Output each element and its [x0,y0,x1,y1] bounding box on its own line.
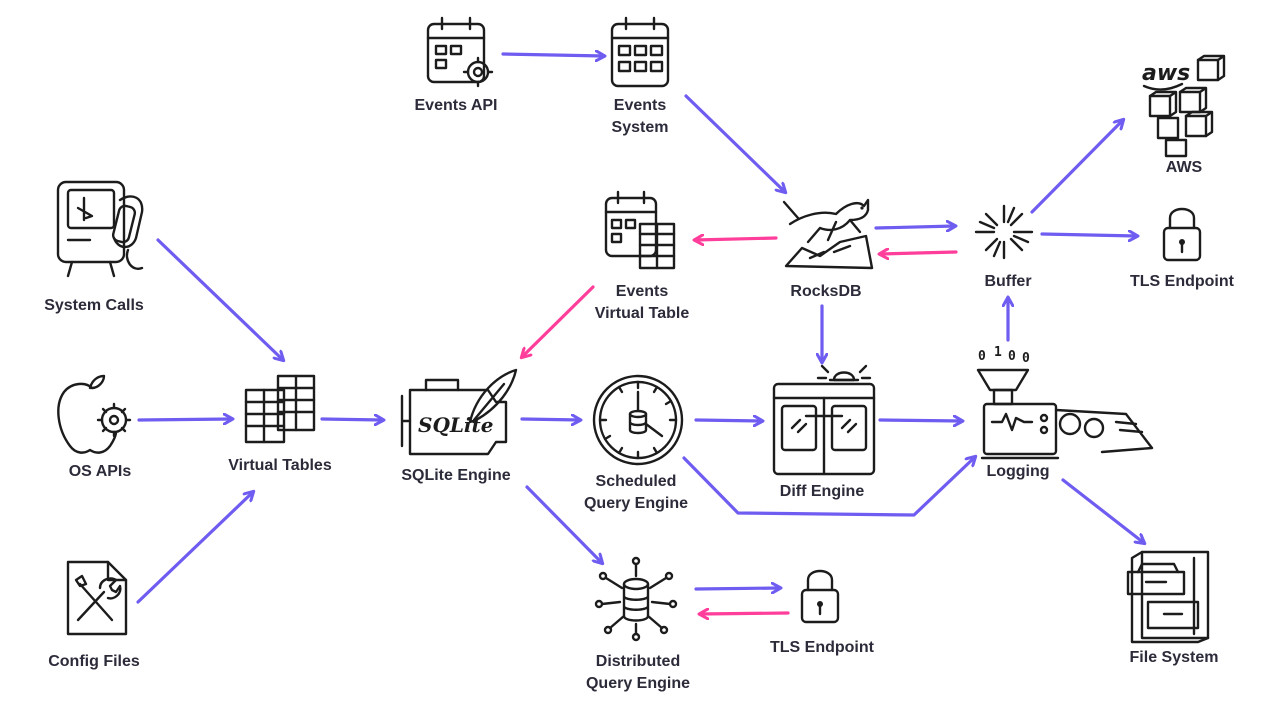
edge-rocksdb-to-events-vtable [695,238,778,240]
aws-cubes-icon: aws [1142,54,1226,158]
label-rocksdb: RocksDB [790,283,861,300]
apple-gear-icon [57,374,132,454]
calendar-icon [610,16,670,88]
label-aws: AWS [1166,159,1203,176]
edge-scheduled-to-diff [694,420,762,421]
aws-logo-text: aws [1142,61,1190,86]
labels: Events API Events System System Calls Ev… [44,97,1234,692]
sqlite-engine-icon: SQLite [400,368,518,456]
label-system-calls: System Calls [44,297,144,314]
spinner-icon [974,204,1034,260]
edge-diff-to-logging [878,420,962,421]
label-events-vtable-line1: Events [616,283,669,300]
edge-vtables-to-sqlite [320,419,383,420]
edge-system-calls-to-vtables [156,238,283,360]
rocksdb-cat-icon [782,198,874,270]
bit-3: 0 [1022,351,1030,366]
label-events-api: Events API [415,97,498,114]
logging-printer-icon [976,368,1154,460]
edge-sqlite-to-scheduled [520,419,580,420]
bit-0: 0 [978,349,986,364]
clock-database-icon [592,374,684,466]
label-os-apis: OS APIs [69,463,132,480]
edge-logging-to-file-system [1061,478,1144,543]
database-hub-icon [594,556,678,642]
padlock-icon [1162,207,1202,262]
label-distributed-line1: Distributed [596,653,680,670]
label-events-system-line1: Events [614,97,667,114]
diff-machine-icon [772,364,876,476]
padlock-icon [800,569,840,624]
edge-scheduled-to-logging [682,457,975,517]
label-scheduled-line1: Scheduled [596,473,677,490]
edge-config-to-vtables [136,492,253,604]
label-config-files: Config Files [48,653,140,670]
config-file-tools-icon [66,560,128,636]
label-events-system-line2: System [612,119,669,136]
retro-phone-computer-icon [56,180,144,278]
edge-buffer-to-tls-top [1040,234,1137,236]
label-buffer: Buffer [984,273,1031,290]
edge-events-api-to-events-system [501,54,604,56]
label-tls-top: TLS Endpoint [1130,273,1235,290]
edge-rocksdb-to-buffer [874,226,955,228]
label-scheduled-line2: Query Engine [584,495,688,512]
label-diff-engine: Diff Engine [780,483,865,500]
edge-events-vtable-to-sqlite [522,285,595,357]
calendar-gear-icon [426,16,494,88]
bit-2: 0 [1008,349,1016,364]
label-tls-bottom: TLS Endpoint [770,639,875,656]
label-sqlite-engine: SQLite Engine [401,467,510,484]
edge-sqlite-to-distributed [525,485,602,563]
stacked-tables-icon [244,374,316,444]
edge-events-system-to-rocksdb [684,94,785,192]
edge-os-apis-to-vtables [137,419,232,420]
binary-bits: 0 1 0 0 [978,345,1030,366]
label-distributed-line2: Query Engine [586,675,690,692]
bit-1: 1 [994,345,1002,360]
edge-buffer-to-rocksdb [880,252,958,254]
edge-buffer-to-aws [1030,120,1123,214]
edge-tls-bottom-to-distributed [700,613,790,614]
filing-cabinet-icon [1126,550,1210,644]
edges [136,54,1144,614]
edge-distributed-to-tls-bottom [694,588,780,589]
label-file-system: File System [1130,649,1219,666]
label-logging: Logging [986,463,1049,480]
label-virtual-tables: Virtual Tables [228,457,332,474]
calendar-table-icon [604,190,676,270]
label-events-vtable-line2: Virtual Table [595,305,690,322]
